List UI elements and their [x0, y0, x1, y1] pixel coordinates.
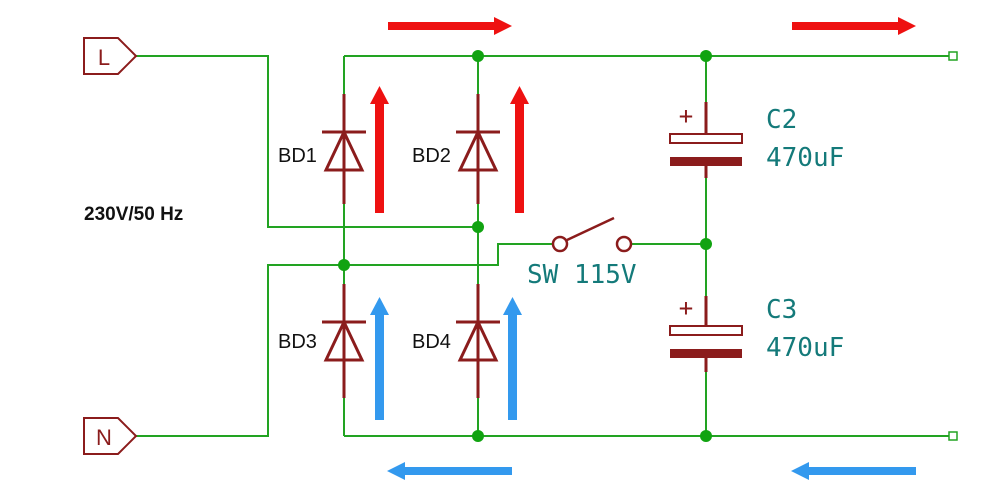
- junction-dot: [700, 430, 712, 442]
- current-arrow-blue-icon: [370, 297, 389, 420]
- current-arrow-red-icon: [388, 17, 512, 35]
- capacitor-c2-plus: +: [679, 102, 693, 130]
- junction-dot: [700, 238, 712, 250]
- diode-bd2: [456, 94, 500, 204]
- capacitor-c2-value: 470uF: [766, 143, 844, 173]
- terminal-top-right: [948, 51, 958, 61]
- current-arrow-blue-icon: [791, 462, 916, 480]
- current-arrow-red-icon: [370, 86, 389, 213]
- current-arrow-red-icon: [792, 17, 916, 35]
- current-arrow-blue-icon: [387, 462, 512, 480]
- current-arrow-blue-icon: [503, 297, 522, 420]
- junction-dot: [472, 430, 484, 442]
- diode-bd2-label: BD2: [412, 145, 451, 167]
- port-l-label: L: [98, 45, 110, 70]
- capacitor-c3-value: 470uF: [766, 333, 844, 363]
- capacitor-c3: +: [669, 294, 743, 372]
- junction-dot: [700, 50, 712, 62]
- diode-bd3-label: BD3: [278, 331, 317, 353]
- diode-bd1: [322, 94, 366, 204]
- port-n-label: N: [96, 425, 112, 450]
- diode-bd4-label: BD4: [412, 331, 451, 353]
- junction-dot: [472, 221, 484, 233]
- diode-bd3: [322, 284, 366, 398]
- junctions: [338, 50, 712, 442]
- switch-sw: [551, 216, 633, 253]
- current-arrow-red-icon: [510, 86, 529, 213]
- capacitor-c2: +: [669, 102, 743, 178]
- diode-bd1-label: BD1: [278, 145, 317, 167]
- capacitor-c3-plus: +: [679, 294, 693, 322]
- capacitor-c2-ref: C2: [766, 105, 797, 135]
- wires: [136, 55, 950, 437]
- current-arrows: [370, 17, 916, 480]
- terminal-bottom-right: [948, 431, 958, 441]
- port-l: L: [83, 37, 138, 75]
- port-n: N: [83, 417, 138, 455]
- junction-dot: [338, 259, 350, 271]
- junction-dot: [472, 50, 484, 62]
- supply-label: 230V/50 Hz: [84, 204, 183, 225]
- diode-bd4: [456, 284, 500, 398]
- capacitor-c3-ref: C3: [766, 295, 797, 325]
- switch-label: SW 115V: [527, 260, 637, 290]
